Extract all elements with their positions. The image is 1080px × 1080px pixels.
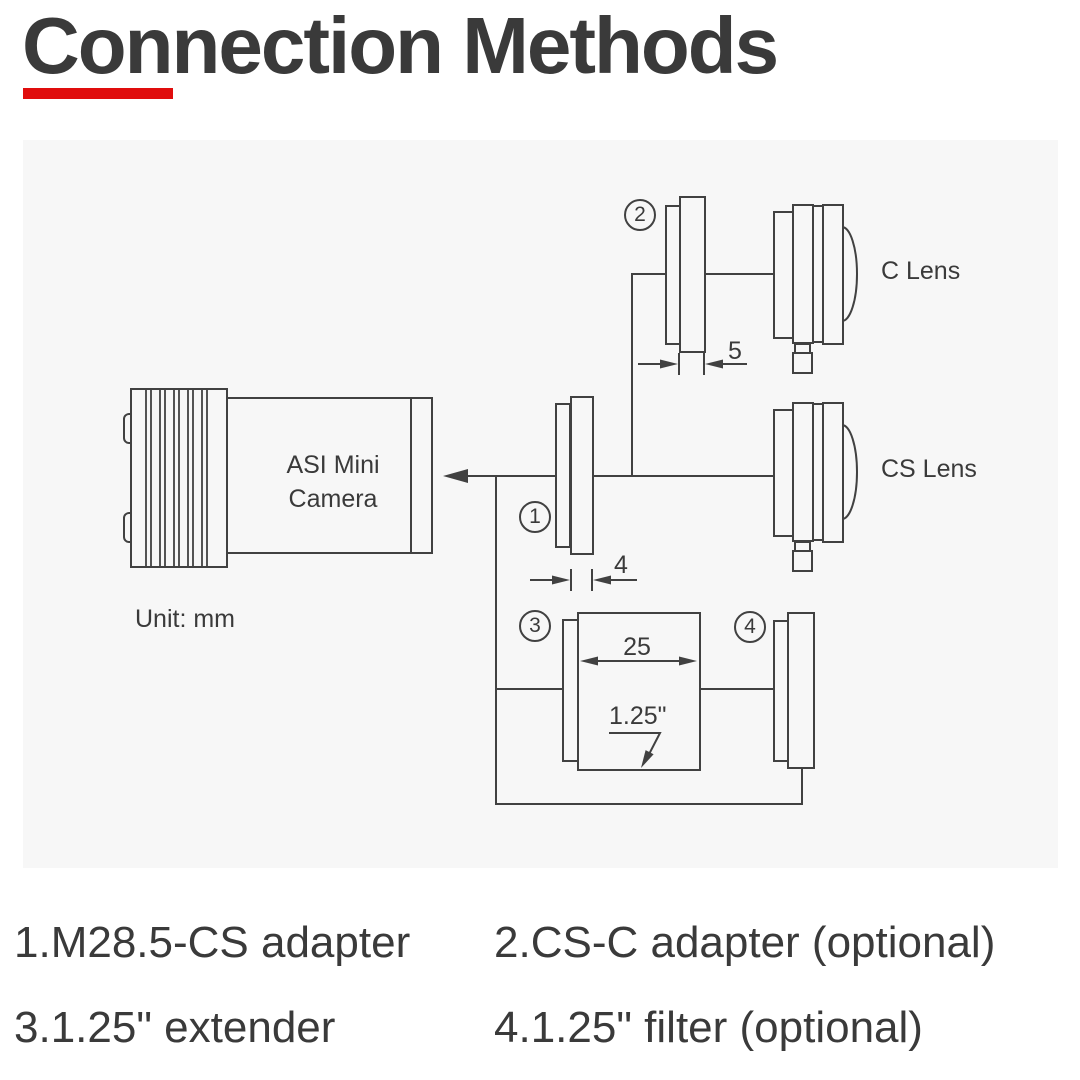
- marker-number-1: 1: [529, 505, 541, 528]
- camera-label-line1: ASI Mini: [286, 451, 380, 479]
- legend-item-2: 2.CS-C adapter (optional): [494, 918, 996, 967]
- title-accent-underline: [23, 88, 173, 99]
- c-lens-label: C Lens: [881, 257, 961, 285]
- legend-item-3: 3.1.25" extender: [14, 1003, 336, 1052]
- dim-4-label: 4: [614, 551, 628, 579]
- marker-number-3: 3: [529, 614, 541, 637]
- legend-item-4: 4.1.25" filter (optional): [494, 1003, 923, 1052]
- marker-number-4: 4: [744, 615, 756, 638]
- page-title: Connection Methods: [22, 1, 779, 90]
- marker-number-2: 2: [634, 203, 646, 226]
- legend-item-1: 1.M28.5-CS adapter: [14, 918, 411, 967]
- camera-label-line2: Camera: [288, 485, 378, 513]
- cs-lens-label: CS Lens: [881, 455, 977, 483]
- unit-label: Unit: mm: [135, 605, 235, 633]
- camera-label: ASI Mini Camera: [248, 448, 418, 516]
- dim-25-label: 25: [623, 633, 651, 661]
- barrel-size-label: 1.25": [609, 702, 667, 730]
- dim-5-label: 5: [728, 337, 742, 365]
